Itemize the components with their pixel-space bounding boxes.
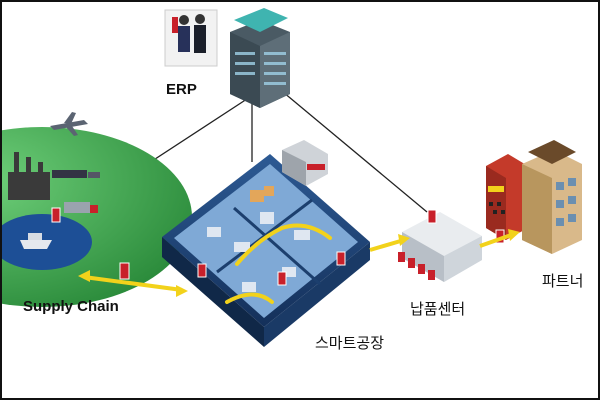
factory-icon: [8, 152, 50, 200]
link-erp-delivery: [276, 86, 428, 213]
smart-factory-node: [162, 140, 370, 347]
partner-building-icon: [522, 140, 582, 254]
people-icon: [164, 9, 218, 67]
flow-arrow-delivery-partner: [479, 232, 515, 248]
partner-label: 파트너: [542, 273, 584, 290]
train-icon: [52, 170, 100, 178]
flow-arrows: [83, 232, 515, 292]
smart-factory-label: 스마트공장: [315, 335, 385, 352]
supply-chain-globe: [2, 112, 192, 307]
flow-arrow-heads: [78, 229, 520, 297]
rfid-tag-icon: [51, 207, 61, 223]
flow-arrow-factory-delivery: [369, 238, 405, 252]
factory-flow-arrows: [225, 223, 332, 304]
factory-machines: [207, 212, 310, 292]
loading-dock-icons: [398, 252, 435, 280]
rfid-tag-icon: [119, 262, 130, 280]
partner-node: [486, 140, 582, 254]
rfid-tag-icon: [427, 209, 437, 224]
flow-arrow-supply-factory: [83, 275, 183, 292]
truck-icon: [64, 202, 98, 213]
shop-icon: [486, 154, 528, 240]
erp-label: ERP: [166, 81, 197, 98]
factory-crates: [250, 186, 274, 202]
delivery-center-node: [398, 209, 482, 282]
factory-floor: [174, 164, 358, 318]
delivery-center-label: 납품센터: [410, 301, 466, 318]
factory-tags: [197, 251, 346, 286]
ship-icon: [20, 233, 52, 249]
airplane-icon: [50, 112, 88, 136]
erp-node: [164, 8, 290, 108]
warehouse-icon: [282, 140, 328, 186]
office-tower-icon: [230, 8, 290, 108]
supply-chain-label: Supply Chain: [23, 298, 119, 315]
